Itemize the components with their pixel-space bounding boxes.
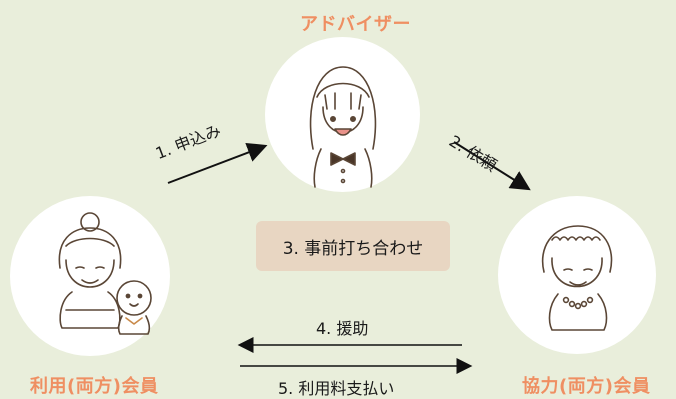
advisor-circle	[265, 37, 420, 192]
consult-step-box: 3. 事前打ち合わせ	[256, 221, 450, 271]
assist-step-label: 4. 援助	[316, 319, 369, 338]
pay-step-label: 5. 利用料支払い	[278, 379, 395, 398]
user-member-label: 利用(両方)会員	[30, 376, 159, 397]
baby-illustration-icon	[116, 280, 152, 335]
advisor-label: アドバイザー	[300, 14, 411, 35]
helper-member-circle	[498, 196, 656, 354]
consult-step-label: 3. 事前打ち合わせ	[282, 238, 424, 259]
request-arrow	[453, 141, 531, 191]
mother-illustration-icon	[58, 212, 122, 329]
grandmother-illustration-icon	[541, 225, 613, 331]
user-member-circle	[10, 196, 170, 356]
helper-member-label: 協力(両方)会員	[522, 376, 651, 397]
apply-arrow	[167, 142, 268, 184]
advisor-illustration-icon	[309, 66, 377, 188]
